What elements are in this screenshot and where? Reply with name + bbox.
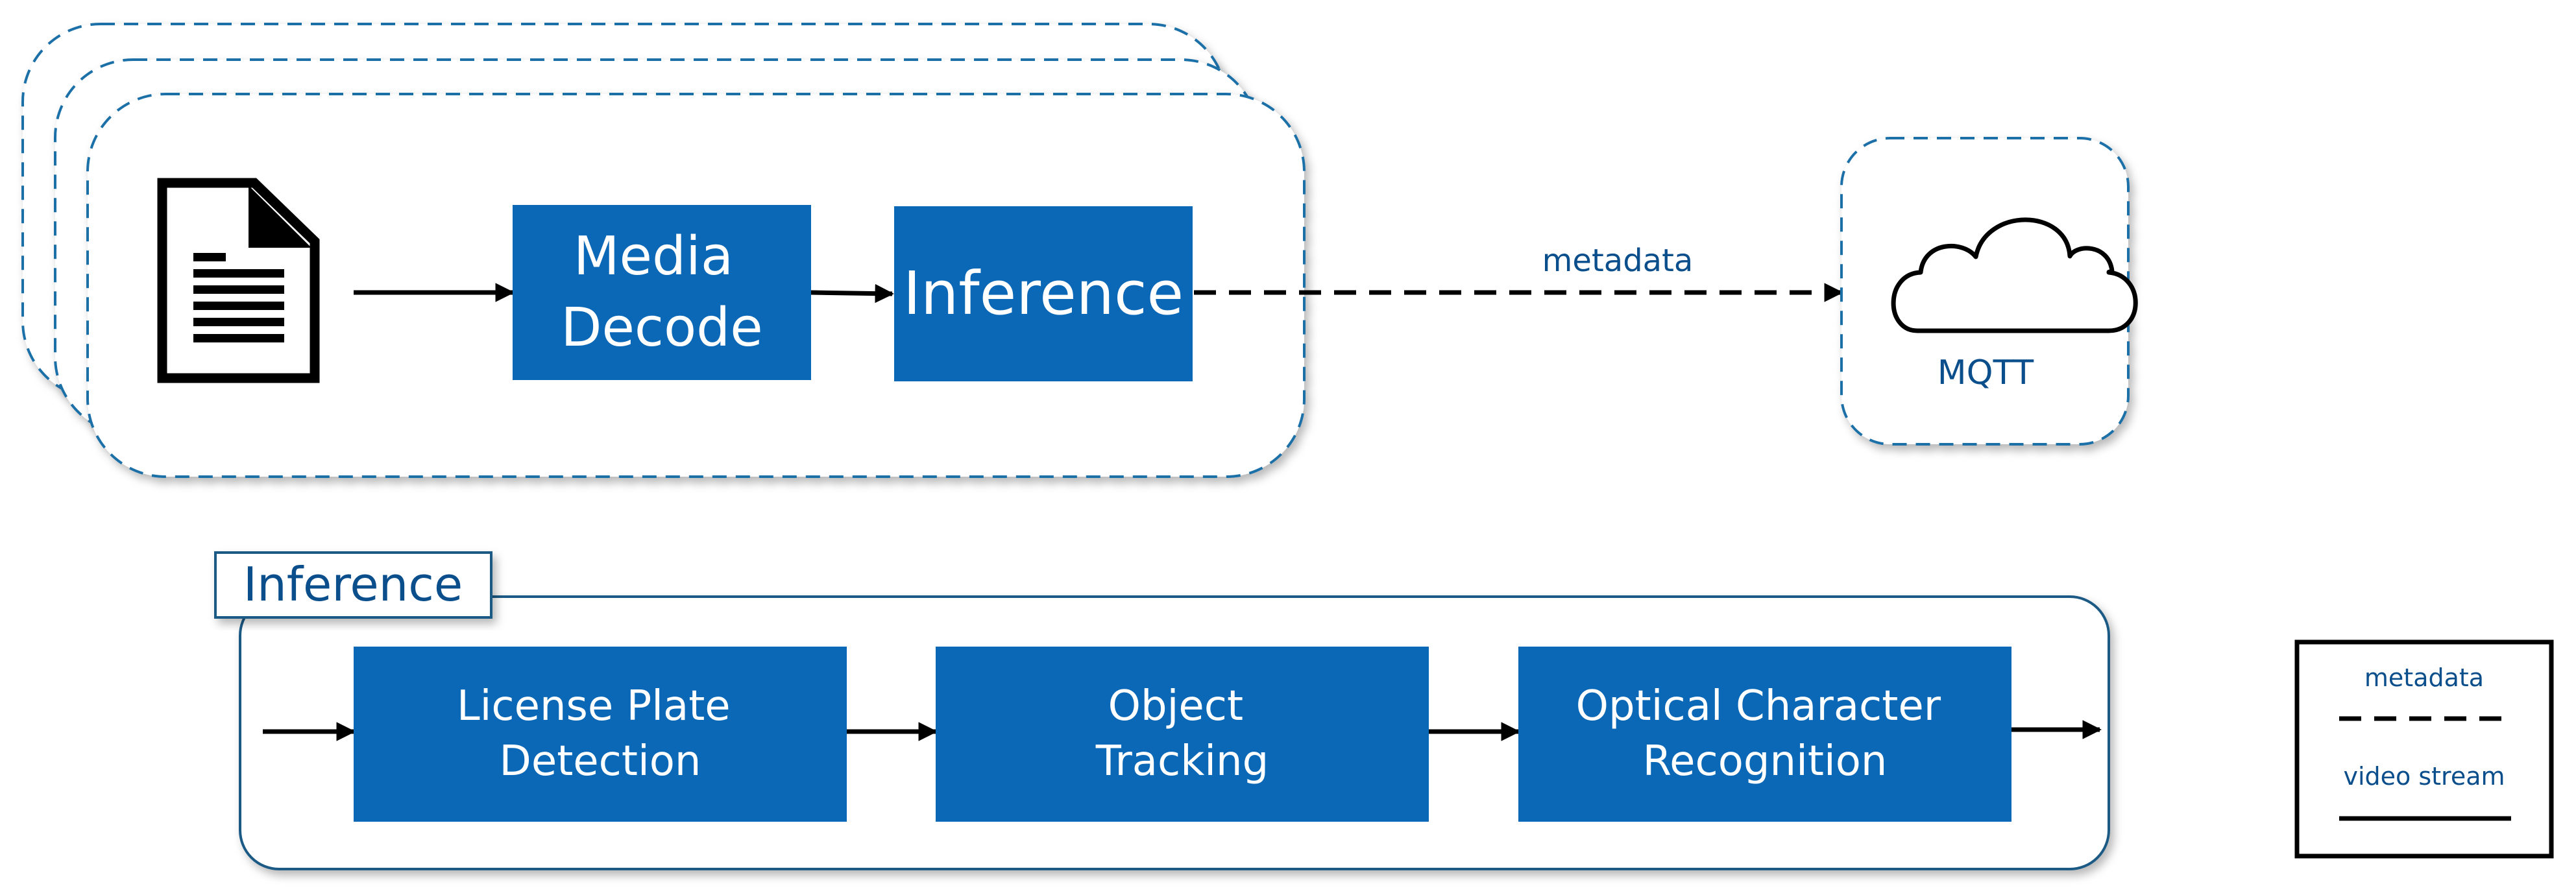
inference-detail-title: Inference	[243, 557, 463, 612]
metadata-edge-label: metadata	[1542, 243, 1694, 279]
svg-text:Object Tracking: Object Tracking	[1095, 682, 1269, 785]
optical-character-recognition-line1: Optical Character	[1576, 682, 1941, 730]
svg-text:Media Decode: Media Decode	[561, 226, 762, 359]
object-tracking-line2: Tracking	[1095, 737, 1269, 785]
optical-character-recognition-line2: Recognition	[1643, 737, 1888, 785]
inference-detail-title-box	[214, 551, 492, 619]
legend-video-stream-label: video stream	[2343, 762, 2505, 791]
object-tracking-block: Object Tracking	[936, 647, 1429, 822]
inference-block: Inference	[894, 206, 1193, 381]
optical-character-recognition-block: Optical Character Recognition	[1518, 647, 2011, 822]
decode-to-inference-arrow	[810, 283, 894, 304]
media-decode-label-line2: Decode	[561, 297, 762, 359]
mqtt-label: MQTT	[1938, 353, 2034, 392]
legend-metadata-label: metadata	[2364, 663, 2484, 692]
svg-text:Optical Character Recogn: Optical Character Recognition	[1576, 682, 1954, 785]
object-tracking-line1: Object	[1108, 682, 1243, 730]
license-plate-detection-line1: License Plate	[457, 682, 731, 730]
license-plate-detection-block: License Plate Detection	[354, 647, 847, 822]
inference-block-label: Inference	[903, 259, 1184, 328]
legend: metadata video stream	[2294, 639, 2554, 859]
media-decode-label-line1: Media	[574, 226, 733, 287]
document-icon	[157, 178, 320, 383]
media-decode-block: Media Decode	[513, 205, 811, 380]
cloud-icon	[1891, 217, 2138, 333]
svg-text:License Plate Detection: License Plate Detection	[457, 682, 744, 785]
mqtt-node: MQTT	[1840, 137, 2138, 446]
license-plate-detection-line2: Detection	[500, 737, 701, 785]
